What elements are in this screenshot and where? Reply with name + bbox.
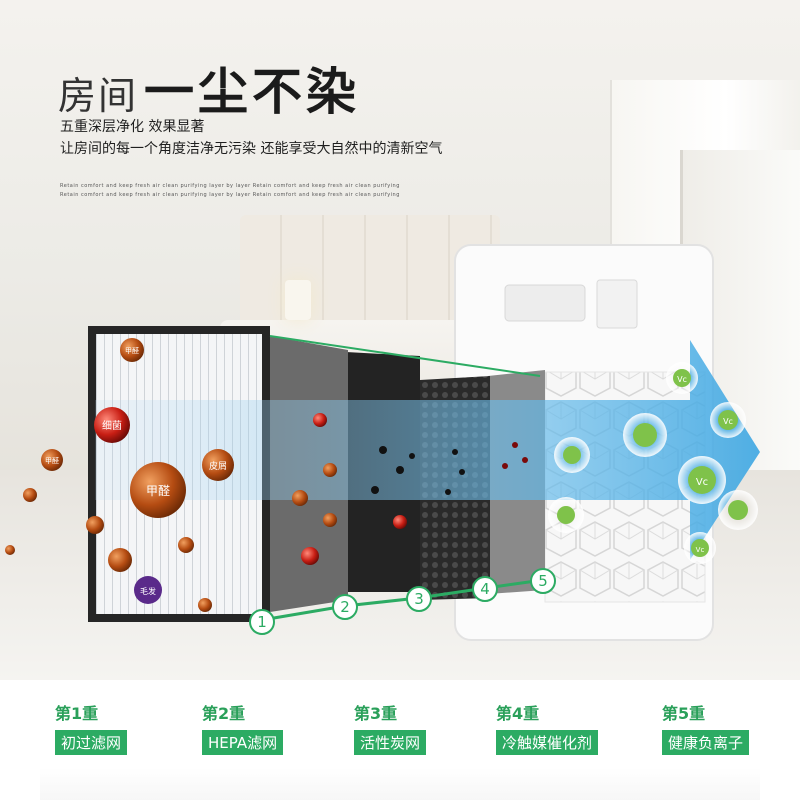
- lamp: [285, 280, 311, 320]
- airflow-arrow: [95, 340, 760, 560]
- subtitle-line-2: 让房间的每一个角度洁净无污染 还能享受大自然中的清新空气: [60, 141, 443, 157]
- headline-light: 房间: [58, 74, 139, 118]
- ion-label-1: Vc: [677, 375, 687, 384]
- step-3-title: 第3重: [354, 704, 398, 723]
- layer-number-5: 5: [538, 572, 548, 590]
- step-2-name: HEPA滤网: [202, 730, 284, 755]
- step-1-title: 第1重: [55, 704, 99, 723]
- pollutant-hair: [134, 576, 162, 604]
- step-3: 第3重 活性炭网: [354, 700, 427, 755]
- pollutants: 甲醛 细菌 甲醛 皮屑 甲醛 毛发: [5, 338, 528, 612]
- step-5-name: 健康负离子: [662, 730, 750, 755]
- step-4-title: 第4重: [496, 704, 540, 723]
- step-1: 第1重 初过滤网: [55, 700, 128, 755]
- step-3-name: 活性炭网: [354, 730, 427, 755]
- step-2-title: 第2重: [202, 704, 246, 723]
- step-4: 第4重 冷触媒催化剂: [496, 700, 599, 755]
- pollutant-formaldehyde-small: [120, 338, 144, 362]
- ion-label-4: Vc: [696, 546, 705, 554]
- step-2: 第2重 HEPA滤网: [202, 700, 284, 755]
- pollutant-formaldehyde-left: [41, 449, 63, 471]
- step-5: 第5重 健康负离子: [662, 700, 750, 755]
- headline-bold: 一尘不染: [144, 63, 361, 121]
- bottom-strip: [40, 768, 760, 800]
- headline: 房间一尘不染: [58, 52, 360, 124]
- label-hair: 毛发: [140, 586, 156, 596]
- pollutant-dander: [202, 449, 234, 481]
- layer-number-badges: 1 2 3 4 5: [249, 568, 556, 635]
- ion-label-2: Vc: [723, 417, 733, 426]
- label-bacteria: 细菌: [102, 419, 122, 432]
- pollutant-formaldehyde-big: [130, 462, 186, 518]
- negative-ions: Vc Vc Vc Vc: [548, 362, 758, 564]
- label-formaldehyde-left: 甲醛: [45, 456, 59, 465]
- label-formaldehyde-big: 甲醛: [146, 483, 170, 498]
- pollutant-bacteria: [94, 407, 130, 443]
- green-diagonal-line: [269, 335, 541, 377]
- filter-illustration: 1 2 3 4 5 甲醛 细菌 甲醛 皮屑 甲醛 毛发: [5, 244, 760, 641]
- layer-number-4: 4: [480, 580, 490, 598]
- fine-print-2: Retain comfort and keep fresh air clean …: [60, 192, 400, 198]
- label-dander: 皮屑: [209, 460, 227, 472]
- step-4-name: 冷触媒催化剂: [496, 730, 599, 755]
- subtitle-line-1: 五重深层净化 效果显著: [60, 119, 205, 135]
- layer-number-2: 2: [340, 598, 350, 616]
- filter-steps: 第1重 初过滤网 第2重 HEPA滤网 第3重 活性炭网 第4重 冷触媒催化剂 …: [0, 700, 800, 770]
- step-5-title: 第5重: [662, 704, 706, 723]
- fine-print-1: Retain comfort and keep fresh air clean …: [60, 183, 400, 189]
- ion-label-3: Vc: [696, 477, 708, 488]
- step-1-name: 初过滤网: [55, 730, 128, 755]
- layer-number-3: 3: [414, 590, 424, 608]
- label-formaldehyde-small: 甲醛: [125, 346, 139, 355]
- layer-number-1: 1: [257, 613, 267, 631]
